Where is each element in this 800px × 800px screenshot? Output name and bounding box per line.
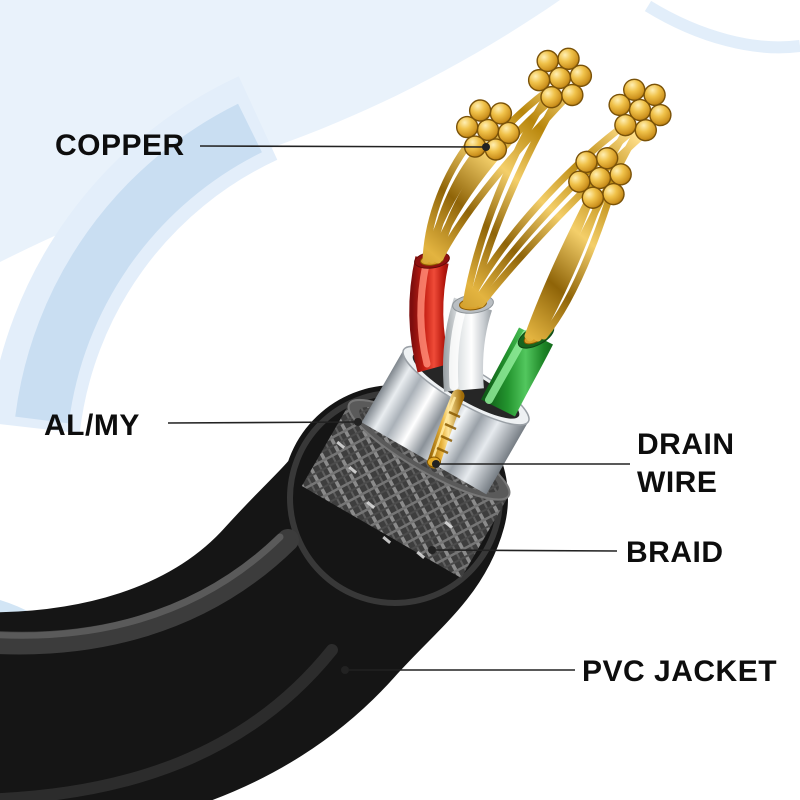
drain-wire-shape <box>427 389 465 469</box>
callout-braid-label: BRAID <box>626 536 724 569</box>
leader-lines <box>167 145 630 671</box>
cable-illustration <box>0 45 679 800</box>
callout-pvc-jacket-label: PVC JACKET <box>582 655 778 688</box>
braid-specks <box>336 440 454 559</box>
leader-line-braid <box>435 549 618 552</box>
pvc-jacket-shape <box>0 385 508 800</box>
braid-layer <box>301 403 509 579</box>
wire-white <box>443 294 494 392</box>
leader-dot-pvc-jacket <box>341 666 349 674</box>
callout-al-my-label: AL/MY <box>44 409 140 442</box>
leader-line-al-my <box>167 421 359 424</box>
leader-dots <box>341 143 490 674</box>
callout-drain-wire-line1: DRAIN <box>637 428 735 461</box>
leader-dot-drain-wire <box>432 460 440 468</box>
jacket-highlight-thin <box>0 533 284 639</box>
jacket-lower-sheen <box>0 644 338 800</box>
callout-copper-label: COPPER <box>55 129 185 162</box>
callout-drain-wire-label: DRAIN WIRE <box>637 426 735 502</box>
leader-dot-braid <box>428 546 436 554</box>
leader-line-copper <box>199 145 487 148</box>
leader-dot-al-my <box>354 418 362 426</box>
leader-dot-copper <box>482 143 490 151</box>
callout-drain-wire-line2: WIRE <box>637 466 718 499</box>
jacket-highlight <box>0 529 299 655</box>
